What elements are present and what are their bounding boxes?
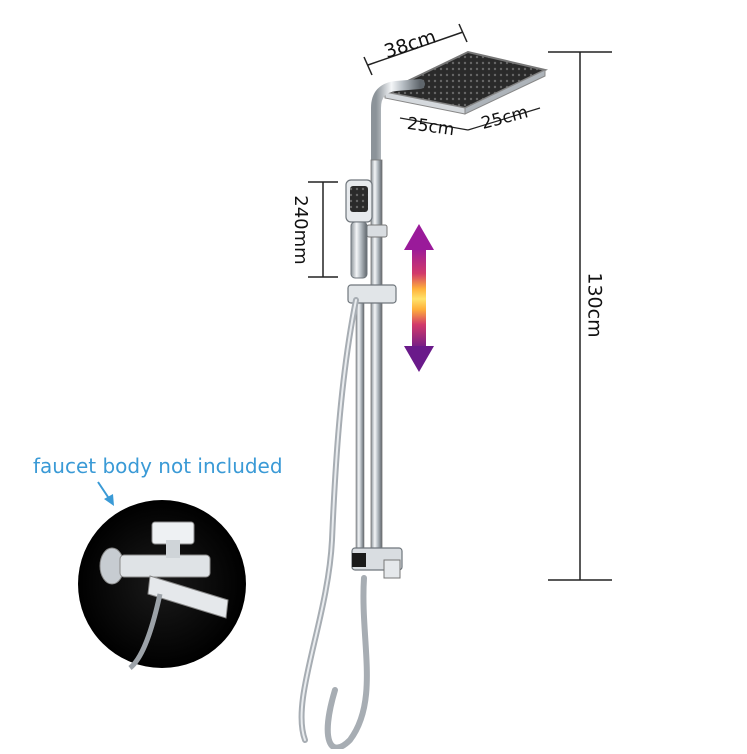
slide-rail xyxy=(355,284,365,561)
handheld-length-label: 240mm xyxy=(290,195,311,264)
head-depth-right-label: 25cm xyxy=(479,102,530,134)
faucet-not-included-note: faucet body not included xyxy=(33,454,283,478)
height-dimension-line xyxy=(548,51,612,581)
total-height-label: 130cm xyxy=(584,272,606,337)
lower-diverter xyxy=(351,547,403,579)
head-depth-left-label: 25cm xyxy=(406,114,456,140)
handheld-dimension-line xyxy=(308,181,338,278)
main-riser-pipe xyxy=(370,159,383,561)
rain-shower-head xyxy=(381,50,549,115)
slide-holder xyxy=(347,284,397,304)
pointer-arrow-icon xyxy=(97,481,114,506)
hand-shower xyxy=(345,179,373,279)
faucet-inset-circle xyxy=(78,500,246,670)
shower-arm xyxy=(371,79,425,175)
head-width-label: 38cm xyxy=(381,26,438,63)
up-down-arrow-icon xyxy=(404,224,434,372)
depth-dimension-lines xyxy=(399,107,541,131)
upper-bracket xyxy=(366,224,388,238)
width-dimension-line xyxy=(363,23,468,76)
